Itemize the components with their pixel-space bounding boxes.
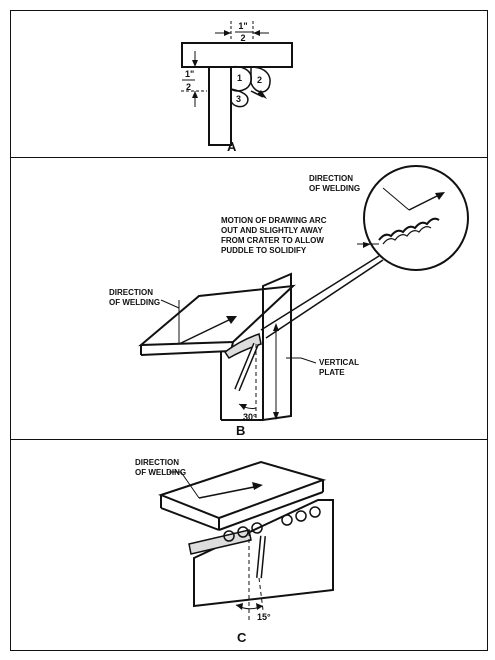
detail-inset-circle bbox=[363, 165, 469, 271]
panel-b: 30° DIRECTION OF WELDING MOTION OF D bbox=[10, 157, 488, 440]
tee-joint-cross-section: 1" 2 1" 2 1 2 3 bbox=[181, 21, 293, 146]
horizontal-plate bbox=[138, 284, 296, 347]
dim-side-numerator: 1" bbox=[185, 69, 194, 79]
horizontal-fillet-weld-drawing: 15° bbox=[158, 460, 334, 622]
dim-top-denominator: 2 bbox=[240, 33, 245, 43]
vertical-plate-b bbox=[262, 272, 292, 422]
panel-c: 15° DIRECTION OF WELDING C bbox=[10, 439, 488, 651]
dim-top-numerator: 1" bbox=[238, 21, 247, 31]
dim-side-denominator: 2 bbox=[186, 82, 191, 92]
vertical-plate-c bbox=[193, 499, 334, 608]
panel-c-caption: C bbox=[237, 630, 247, 645]
direction-arrow-c bbox=[198, 485, 260, 499]
direction-main-label: DIRECTION OF WELDING bbox=[109, 288, 161, 307]
angle-label-c: 15° bbox=[257, 612, 271, 622]
bead-label-1: 1 bbox=[237, 73, 242, 83]
direction-arrow-main bbox=[178, 317, 234, 345]
motion-note: MOTION OF DRAWING ARC OUT AND SLIGHTLY A… bbox=[221, 216, 327, 255]
vertical-fillet-weld-drawing: 30° bbox=[138, 165, 469, 422]
panel-a-caption: A bbox=[227, 139, 237, 154]
direction-inset-label: DIRECTION OF WELDING bbox=[309, 174, 361, 193]
weave-bead bbox=[378, 217, 440, 241]
bead-label-3: 3 bbox=[236, 94, 241, 104]
weld-bead-3 bbox=[230, 88, 249, 108]
weld-bead-b bbox=[223, 333, 262, 359]
vertical-plate-label: VERTICAL PLATE bbox=[319, 358, 359, 377]
top-plate bbox=[181, 42, 293, 68]
vertical-plate bbox=[208, 66, 232, 146]
panel-a: 1" 2 1" 2 1 2 3 A bbox=[10, 10, 488, 158]
weld-bead-2 bbox=[250, 66, 271, 93]
weld-bead-c bbox=[188, 529, 252, 555]
panel-b-caption: B bbox=[236, 423, 246, 438]
direction-c-label: DIRECTION OF WELDING bbox=[135, 458, 187, 477]
bead-label-2: 2 bbox=[257, 75, 262, 85]
angle-label-b: 30° bbox=[243, 412, 257, 422]
